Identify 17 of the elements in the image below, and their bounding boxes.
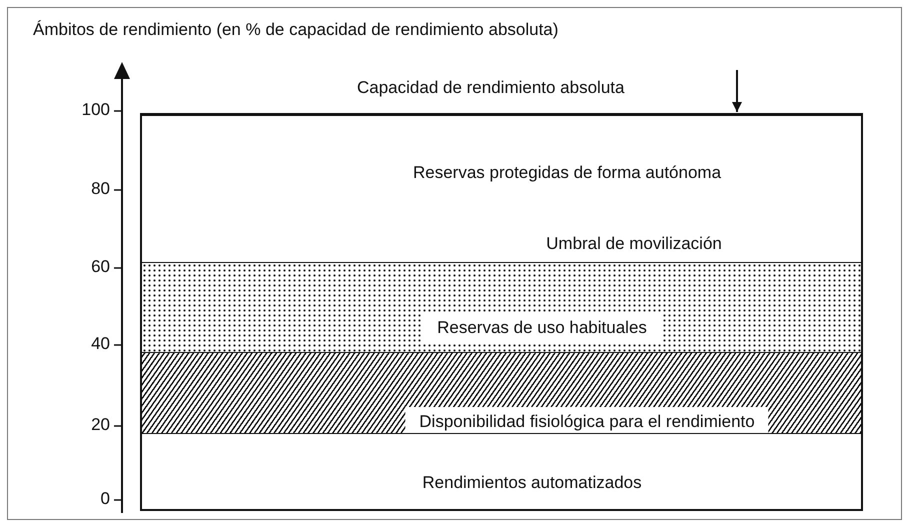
- band-label: Reservas de uso habituales: [423, 313, 661, 343]
- axis-title: Ámbitos de rendimiento (en % de capacidad de rendimiento absoluta): [33, 20, 558, 40]
- tick-label: 0: [100, 489, 110, 509]
- threshold-label: Umbral de movilización: [546, 233, 722, 255]
- arrow: [732, 70, 742, 112]
- tick-label: 100: [82, 100, 110, 120]
- capacity-label: Capacidad de rendimiento absoluta: [357, 77, 624, 99]
- tick-label: 40: [91, 334, 110, 354]
- band-label: Rendimientos automatizados: [422, 472, 642, 494]
- band-label: Reservas protegidas de forma autónoma: [412, 162, 722, 184]
- band: [140, 433, 863, 511]
- tick-label: 60: [91, 257, 110, 277]
- hatched-band: [140, 352, 863, 433]
- dotted-band: [140, 262, 863, 352]
- band: [140, 113, 863, 262]
- tick-label: 20: [91, 415, 110, 435]
- tick-label: 80: [91, 179, 110, 199]
